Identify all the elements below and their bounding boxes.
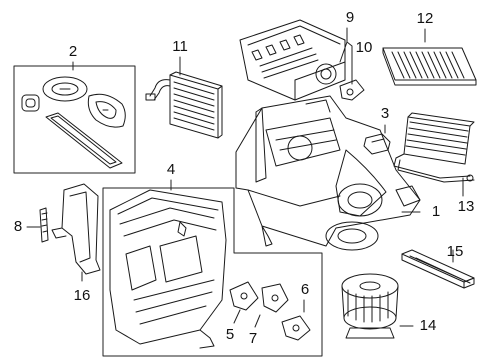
inset-box-module-assembly (102, 187, 323, 357)
callout-2: 2 (68, 43, 78, 60)
leader-lines (26, 27, 464, 328)
callout-6: 6 (300, 281, 310, 298)
part-heater-core (393, 112, 475, 183)
part-gasket-kit (21, 76, 126, 169)
callout-9: 9 (345, 9, 355, 26)
callout-4: 4 (166, 161, 176, 178)
part-actuator-7 (261, 283, 289, 313)
part-blower-motor (341, 273, 399, 339)
callout-7: 7 (248, 330, 258, 347)
callout-15: 15 (446, 243, 464, 260)
callout-11: 11 (172, 38, 188, 55)
inset-box-gasket-kit (13, 65, 136, 174)
part-evaporator-core (145, 71, 223, 139)
callout-14: 14 (419, 317, 437, 334)
callout-8: 8 (13, 218, 23, 235)
callout-1: 1 (431, 203, 441, 220)
part-resistor-15 (401, 249, 475, 289)
callout-12: 12 (416, 10, 434, 27)
callout-16: 16 (73, 287, 91, 304)
part-module-assembly (109, 189, 227, 349)
part-actuator-5 (229, 281, 259, 311)
callout-10: 10 (355, 39, 373, 56)
part-clip-8 (39, 207, 49, 243)
part-cabin-filter (382, 47, 477, 86)
part-actuator-10 (339, 79, 365, 101)
part-upper-housing (239, 19, 346, 101)
part-actuator-6 (281, 315, 311, 341)
callout-3: 3 (380, 105, 390, 122)
part-duct-16 (51, 183, 101, 275)
callout-5: 5 (225, 326, 235, 343)
part-hvac-case (235, 95, 421, 251)
callout-13: 13 (457, 198, 475, 215)
